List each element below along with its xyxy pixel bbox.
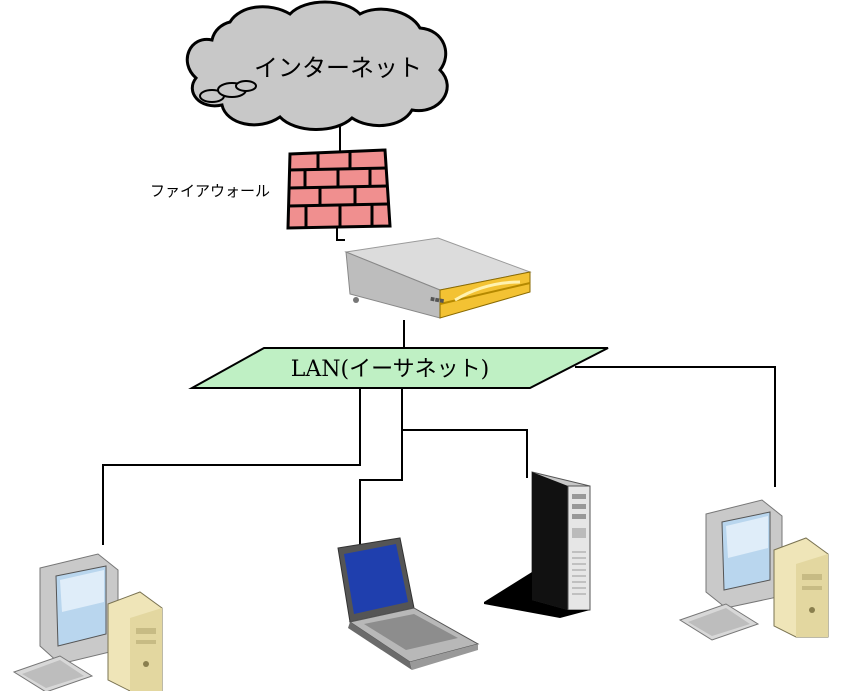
desktop-pc-icon bbox=[12, 553, 163, 693]
cloud-icon: インターネット bbox=[185, 0, 449, 131]
firewall-icon: ファイアウォール bbox=[150, 148, 392, 230]
line-firewall-router bbox=[336, 226, 345, 241]
line-lan-pc-right bbox=[575, 366, 776, 487]
line-lan-tower bbox=[402, 429, 528, 478]
tower-server-icon bbox=[484, 471, 591, 618]
line-lan-pc-left bbox=[102, 388, 361, 545]
laptop-icon bbox=[337, 537, 480, 670]
lan-label: LAN(イーサネット) bbox=[291, 357, 489, 382]
desktop-pc-icon bbox=[678, 499, 829, 641]
internet-label: インターネット bbox=[254, 54, 422, 82]
firewall-label: ファイアウォール bbox=[150, 182, 270, 200]
lan-segment: LAN(イーサネット) bbox=[188, 347, 609, 389]
rack-server-icon: ■■■ bbox=[344, 237, 532, 319]
line-lan-laptop bbox=[359, 388, 403, 545]
connection-lines bbox=[102, 120, 776, 545]
svg-text:■■■: ■■■ bbox=[430, 296, 445, 304]
